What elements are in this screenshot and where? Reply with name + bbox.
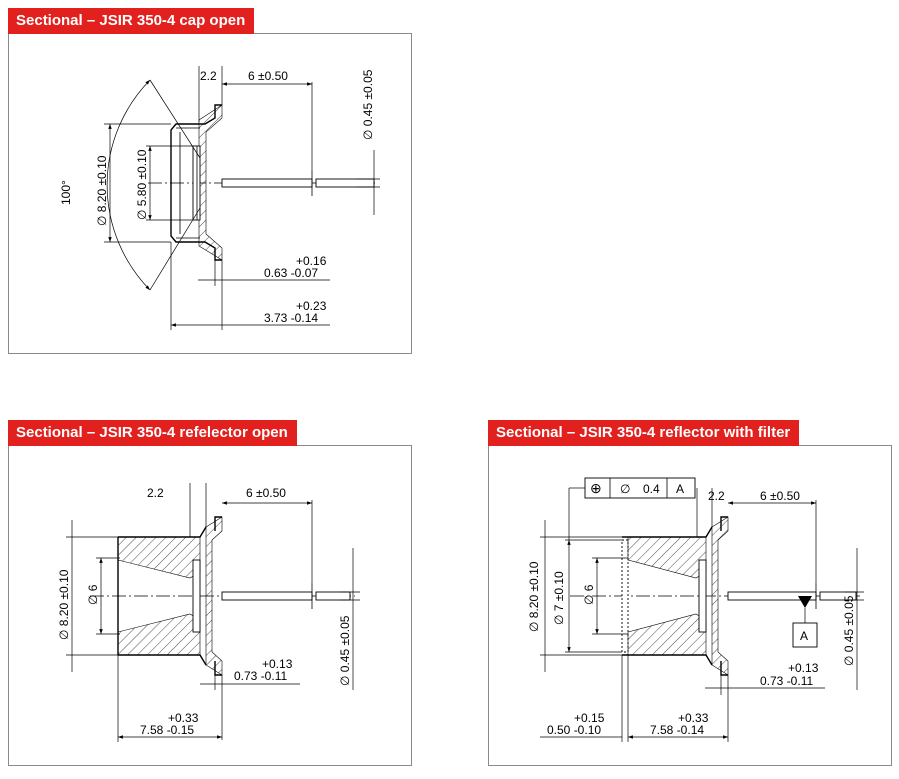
dim-lead-length: 6 ±0.50 bbox=[248, 69, 288, 83]
position-symbol: ⊕ bbox=[590, 480, 602, 496]
header-section bbox=[711, 516, 729, 676]
sensor-element bbox=[192, 559, 201, 633]
reflector-outline bbox=[117, 516, 222, 676]
dim-window-dia: ∅ 5.80 ±0.10 bbox=[135, 149, 149, 220]
can-outline bbox=[170, 104, 222, 261]
position-tolerance: 0.4 bbox=[643, 482, 660, 496]
dim-flange-nominal: 0.73 -0.11 bbox=[234, 669, 287, 683]
panel-title-cap-open: Sectional – JSIR 350-4 cap open bbox=[8, 8, 255, 34]
dim-inner-dia: ∅ 6 bbox=[86, 584, 100, 605]
lead-pin-end bbox=[819, 591, 857, 601]
dim-angle: 100° bbox=[59, 180, 73, 205]
dim-height-tol-upper: +0.33 bbox=[678, 711, 709, 725]
dim-height-nominal: 7.58 -0.15 bbox=[140, 723, 194, 737]
dim-lead-dia: ∅ 0.45 ±0.05 bbox=[361, 69, 375, 140]
dim-lead-length: 6 ±0.50 bbox=[760, 489, 800, 503]
position-dia-symbol: ∅ bbox=[620, 482, 630, 496]
reflector-bottom-section bbox=[627, 613, 707, 656]
dim-height-nominal: 7.58 -0.14 bbox=[650, 723, 704, 737]
reflector-outline bbox=[622, 516, 728, 676]
datum-label: A bbox=[800, 629, 808, 643]
position-datum-ref: A bbox=[676, 482, 684, 496]
dim-height-nominal: 3.73 -0.14 bbox=[264, 311, 318, 325]
dim-inner-dia: ∅ 6 bbox=[582, 584, 596, 605]
panel-title-reflector-open: Sectional – JSIR 350-4 refelector open bbox=[8, 420, 297, 446]
dim-height-tol-upper: +0.23 bbox=[296, 299, 327, 313]
can-header-section bbox=[198, 104, 223, 261]
dim-flange-nominal: 0.73 -0.11 bbox=[760, 674, 813, 688]
panel-cap-open bbox=[8, 33, 412, 354]
dim-lead-dia: ∅ 0.45 ±0.05 bbox=[842, 595, 856, 666]
filter-window bbox=[621, 539, 629, 653]
header-section bbox=[205, 516, 223, 676]
dim-outer-dia: ∅ 8.20 ±0.10 bbox=[57, 569, 71, 640]
panel-title-reflector-filter: Sectional – JSIR 350-4 reflector with fi… bbox=[488, 420, 800, 446]
datum-triangle bbox=[798, 596, 812, 608]
panel-reflector-filter bbox=[488, 445, 892, 766]
can-inner-outline bbox=[176, 127, 200, 239]
dim-gap: 2.2 bbox=[147, 486, 164, 500]
sensor-element bbox=[698, 559, 707, 633]
lead-pin-end bbox=[315, 591, 351, 601]
dim-filter-tol-upper: +0.15 bbox=[574, 711, 605, 725]
dim-flange-tol-upper: +0.13 bbox=[262, 657, 293, 671]
dim-filter-nominal: 0.50 -0.10 bbox=[547, 723, 601, 737]
dim-flange-tol-upper: +0.13 bbox=[788, 661, 819, 675]
dim-height-tol-upper: +0.33 bbox=[168, 711, 199, 725]
dim-flange-tol-upper: +0.16 bbox=[296, 254, 327, 268]
dim-outer-dia: ∅ 8.20 ±0.10 bbox=[95, 155, 109, 226]
dim-lead-dia: ∅ 0.45 ±0.05 bbox=[338, 615, 352, 686]
dim-outer-dia: ∅ 8.20 ±0.10 bbox=[527, 561, 541, 632]
position-tolerance-frame: ⊕ ∅ 0.4 A bbox=[584, 477, 696, 499]
angle-leader-bottom bbox=[149, 207, 201, 291]
dim-gap: 2.2 bbox=[200, 69, 217, 83]
dim-gap: 2.2 bbox=[708, 489, 725, 503]
datum-box bbox=[792, 622, 818, 648]
dim-filter-dia: ∅ 7 ±0.10 bbox=[552, 571, 566, 625]
reflector-top-section bbox=[627, 536, 707, 579]
dim-lead-length: 6 ±0.50 bbox=[246, 486, 286, 500]
angle-arc bbox=[106, 79, 151, 291]
angle-leader-top bbox=[149, 79, 201, 159]
dim-flange-nominal: 0.63 -0.07 bbox=[264, 266, 318, 280]
sensor-element bbox=[192, 145, 201, 221]
